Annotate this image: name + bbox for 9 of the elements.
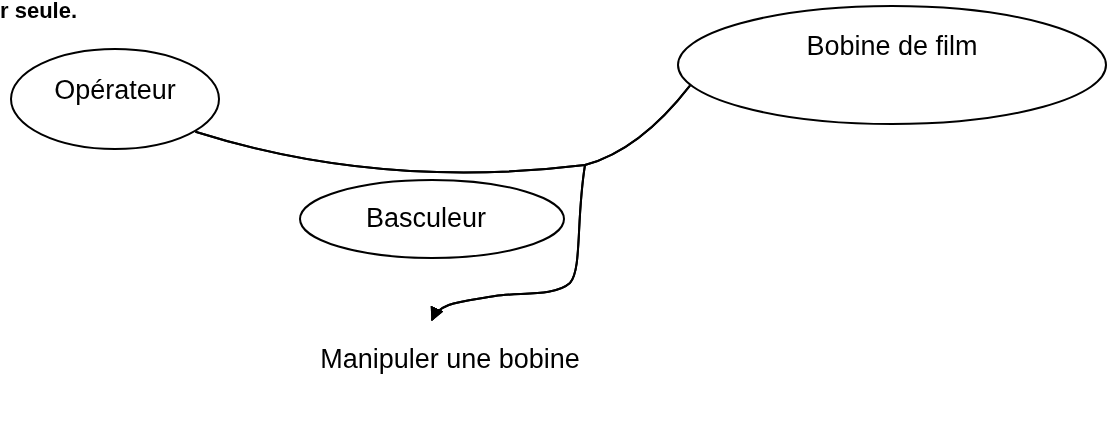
ellipse-node <box>10 48 220 150</box>
heading-fragment: r seule. <box>0 0 78 22</box>
ellipse-node <box>677 5 1107 125</box>
ellipse-node <box>299 179 565 259</box>
node-label: Bobine de film <box>806 30 978 64</box>
connector <box>431 84 691 322</box>
node-label: Basculeur <box>365 202 487 236</box>
node-label: Opérateur <box>54 74 176 108</box>
node-label: Manipuler une bobine <box>320 343 580 377</box>
